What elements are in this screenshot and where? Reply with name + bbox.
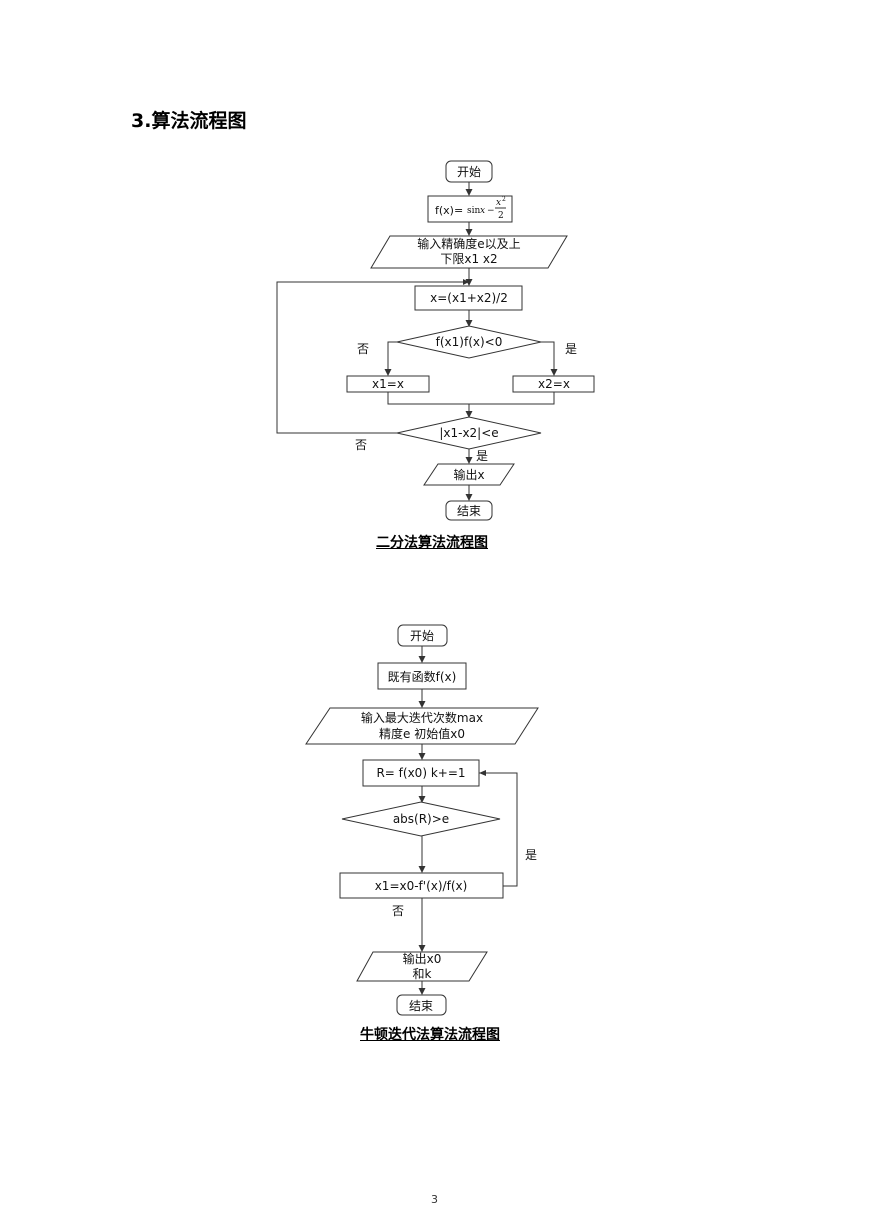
bisection-input-line2: 下限x1 x2 (440, 252, 497, 266)
bisection-input-parallelogram (370, 235, 568, 269)
newton-start-label: 开始 (410, 629, 434, 643)
newton-step-label: x1=x0-f'(x)/f(x) (375, 879, 468, 893)
bisection-end-label: 结束 (457, 504, 481, 518)
bisection-func-sup: 2 (502, 196, 506, 203)
newton-caption: 牛顿迭代法算法流程图 (360, 1027, 500, 1043)
newton-given-box (377, 662, 467, 690)
newton-condition-diamond (341, 801, 501, 837)
bisection-midpoint-box (414, 285, 523, 311)
bisection-midpoint-label: x=(x1+x2)/2 (430, 291, 508, 305)
bisection-flowchart: 开始 f(x)= sin x − x 2 2 输入精确度e以及上 下限x1 x2… (276, 160, 595, 521)
bisection-func-den: 2 (498, 211, 504, 221)
newton-update-box (362, 759, 480, 787)
bisection-output-parallelogram (423, 463, 515, 486)
bisection-caption: 二分法算法流程图 (376, 535, 488, 551)
bisection-yes-right-label: 是 (565, 342, 577, 356)
newton-input-line1: 输入最大迭代次数max (361, 710, 483, 725)
bisection-check-label: |x1-x2|<e (439, 426, 498, 440)
bisection-output-label: 输出x (453, 467, 484, 482)
newton-update-label: R= f(x0) k+=1 (376, 766, 465, 780)
newton-condition-label: abs(R)>e (393, 812, 449, 826)
newton-input-line2: 精度e 初始值x0 (379, 726, 465, 741)
bisection-condition-diamond (396, 325, 542, 359)
newton-flowchart: 开始 既有函数f(x) 输入最大迭代次数max 精度e 初始值x0 R= f(x… (305, 624, 539, 1016)
bisection-func-num: x (496, 198, 501, 208)
newton-output-line2: 和k (413, 967, 432, 981)
newton-loop-yes-label: 是 (525, 848, 537, 862)
bisection-assign-left-label: x1=x (372, 377, 404, 391)
newton-no-label: 否 (392, 904, 404, 918)
bisection-func-minus: − (487, 206, 495, 216)
bisection-function-box (427, 195, 513, 223)
newton-input-parallelogram (305, 707, 539, 745)
bisection-end-terminal (445, 500, 493, 521)
bisection-loop-no-label: 否 (355, 438, 367, 452)
bisection-func-sin: sin (467, 206, 480, 216)
newton-end-label: 结束 (409, 999, 433, 1013)
bisection-no-left-label: 否 (357, 342, 369, 356)
newton-end-terminal (396, 994, 447, 1016)
bisection-start-label: 开始 (457, 165, 481, 179)
newton-output-parallelogram (356, 951, 488, 982)
newton-given-label: 既有函数f(x) (388, 669, 457, 684)
bisection-function-prefix: f(x)= (435, 204, 463, 217)
page-number: 3 (431, 1193, 438, 1206)
bisection-assign-right-label: x2=x (538, 377, 570, 391)
bisection-input-line1: 输入精确度e以及上 (417, 236, 520, 251)
section-title: 3.算法流程图 (131, 110, 247, 132)
bisection-condition-label: f(x1)f(x)<0 (436, 335, 503, 349)
bisection-check-yes-label: 是 (476, 449, 488, 463)
bisection-func-x: x (480, 206, 485, 216)
newton-output-line1: 输出x0 (403, 951, 442, 966)
